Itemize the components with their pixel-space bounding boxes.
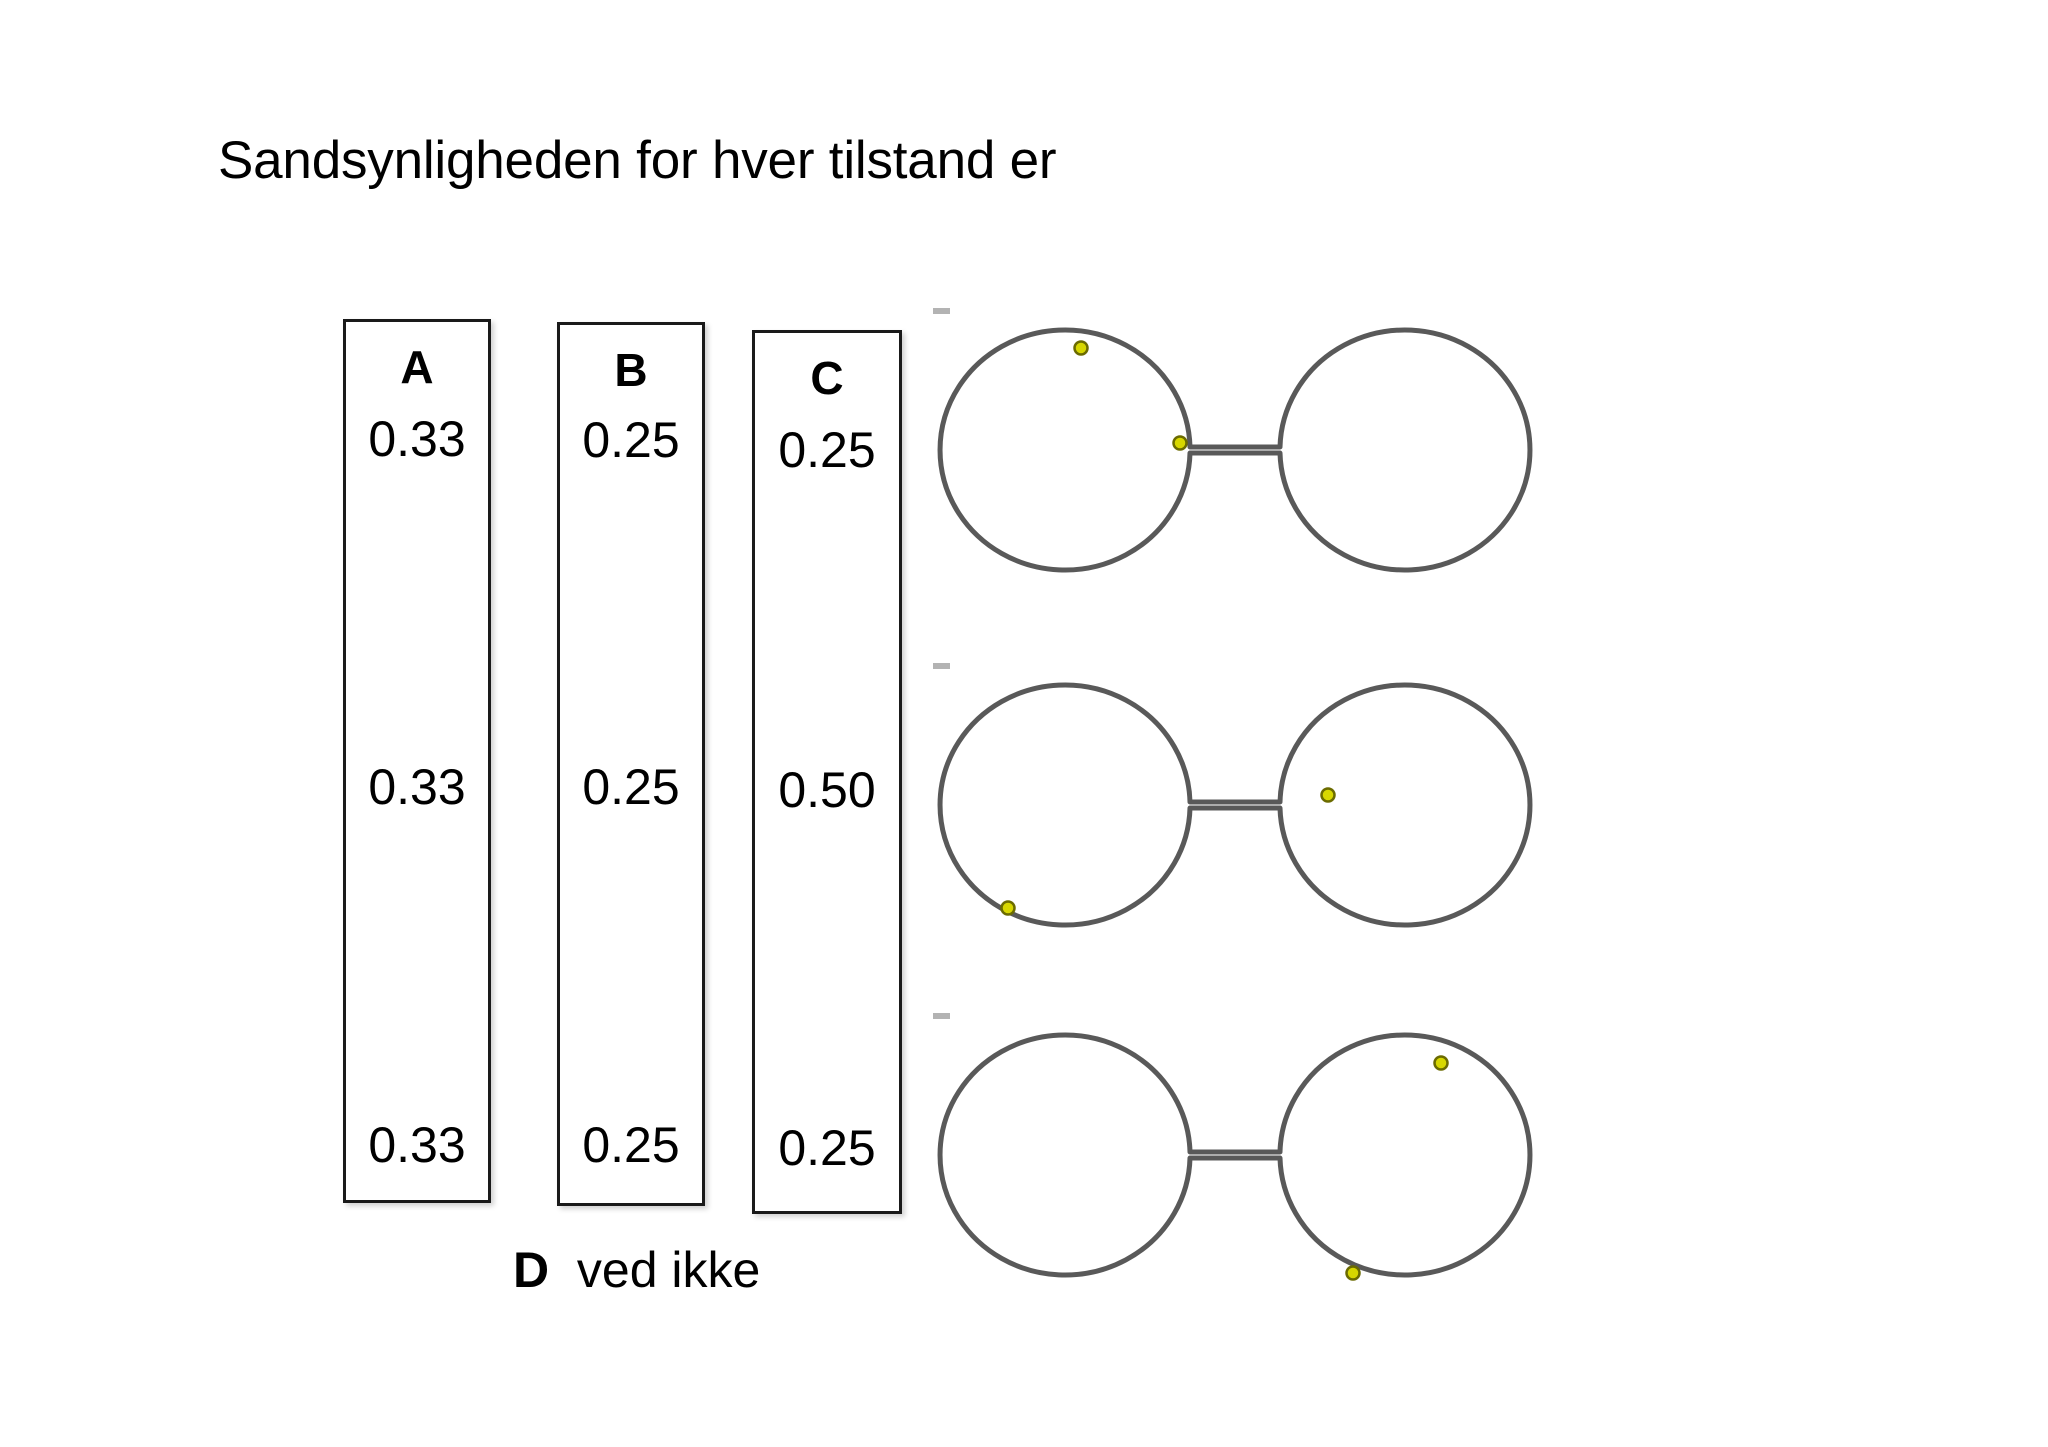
answer-option-a[interactable]: A 0.33 0.33 0.33	[343, 319, 491, 1203]
page-title: Sandsynligheden for hver tilstand er	[218, 131, 1057, 190]
particle	[1345, 1265, 1361, 1281]
answer-option-a-value-3: 0.33	[368, 1117, 466, 1173]
particle	[1320, 787, 1336, 803]
answer-option-c-value-3: 0.25	[778, 1120, 876, 1176]
answer-option-c-value-2: 0.50	[778, 762, 876, 818]
answer-option-d-label: ved ikke	[576, 1242, 761, 1298]
answer-option-a-value-1: 0.33	[368, 411, 466, 467]
particle	[1073, 340, 1089, 356]
particle	[1433, 1055, 1449, 1071]
answer-option-b[interactable]: B 0.25 0.25 0.25	[557, 322, 705, 1206]
gas-container-state-3	[928, 995, 1548, 1315]
answer-option-c-letter: C	[810, 352, 844, 404]
particle	[1000, 900, 1016, 916]
answer-option-d-letter: D	[513, 1242, 550, 1298]
answer-option-b-value-2: 0.25	[582, 759, 680, 815]
answer-option-a-value-2: 0.33	[368, 759, 466, 815]
particle	[1172, 435, 1188, 451]
answer-option-b-value-3: 0.25	[582, 1117, 680, 1173]
answer-option-b-value-1: 0.25	[582, 412, 680, 468]
answer-option-c[interactable]: C 0.25 0.50 0.25	[752, 330, 902, 1214]
gas-container-state-1	[928, 290, 1548, 610]
answer-option-a-letter: A	[400, 341, 434, 393]
answer-option-d[interactable]: D ved ikke	[513, 1245, 760, 1295]
answer-option-c-value-1: 0.25	[778, 422, 876, 478]
gas-container-state-2	[928, 645, 1548, 965]
answer-option-b-letter: B	[614, 344, 648, 396]
